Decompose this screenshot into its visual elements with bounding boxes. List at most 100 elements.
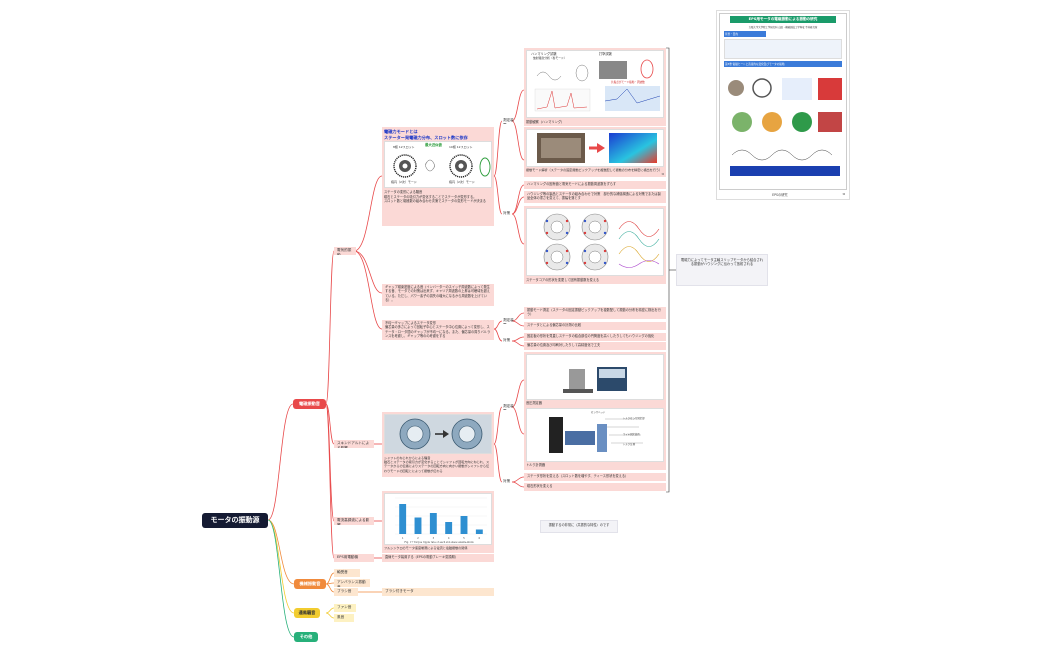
hammering-figure: ハンマリング試験 放射騒音分析（各モード） 打撃試験 共振点がモード振動・周波数 — [526, 50, 664, 118]
harmonics-caption: フルシンクロのモータ速度制限による電流と電磁振動の関係 — [384, 546, 468, 550]
torque-label-1: センサヘッド — [591, 411, 606, 414]
external-link-icon[interactable]: ⧉ — [842, 192, 845, 196]
counter-item-2[interactable]: ハウジング等の製品とステータの組み合わせで対策 部分的な補強構造による対策でまた… — [524, 191, 666, 203]
card-stator-shapes[interactable]: ステータコアの形状を変更して固有振動数を変える — [524, 206, 666, 284]
inv-counter-1[interactable]: 固定板の形状を見直しステータの結合部位の円筒度を高くしたりしてもハウジングの強化 — [524, 333, 666, 341]
skew-counter-2[interactable]: 磁石形状を変える — [524, 483, 666, 491]
skew-counter-1[interactable]: ステータ形状を変える（スロット数を増やす、ティース形状を変える） — [524, 473, 666, 481]
eps-node[interactable]: 直線モータ装置する（EPSの電動ブレーキ変換期） — [382, 554, 494, 562]
stator-shape-image — [543, 213, 660, 271]
counter-item-1[interactable]: ハンマリングの固有値と電気モードによる振動周波数をずらす — [524, 181, 666, 189]
mode-analysis-image — [537, 133, 657, 163]
chart-tick-label: 5 — [463, 536, 465, 540]
branch-mechanical[interactable]: 機械振動音 — [294, 579, 326, 589]
mode-title-2: ステーター発電磁力分布、スロット数に依存 — [384, 134, 468, 140]
mode-description: ステータの変形による騒音 磁石とステータの吸引力が変化することでステータが変形す… — [384, 190, 486, 203]
torque-label-4: トルク計測 — [623, 443, 635, 446]
sound-meter-image — [563, 367, 627, 393]
chart-caption: Fig. 17 Torque ripple rate of each slot-… — [404, 541, 474, 544]
radial-label: 放射騒音分析（各モード） — [533, 56, 567, 60]
mech-brush-motor[interactable]: ブラシ付きモータ — [382, 588, 494, 596]
card-torque-meter[interactable]: センサヘッド トルクセンサ固定部 ワイヤ固定治具 トルク計測 トルク計測器 — [524, 406, 666, 470]
inv-counter-2[interactable]: 偏芯量の位置及び印刷対したりして高精度化で工夫 — [524, 342, 666, 350]
hammering-label: ハンマリング試験 — [531, 52, 557, 56]
hammer-test-label: 打撃試験 — [599, 52, 612, 56]
mode-analysis-figure — [526, 129, 664, 167]
stator-shape-caption: ステータコアの形状を変更して固有振動数を変える — [526, 278, 600, 282]
poster-section-1: 背景・目的 — [724, 31, 766, 37]
torque-label-3: ワイヤ固定治具 — [623, 433, 640, 436]
poster-authors: 大阪大学大学院工学研究科 山田・機能創成工学専攻 今井研究室 — [748, 26, 818, 29]
topic-eps[interactable]: EPS用電動機 — [334, 554, 374, 562]
chart-tick-label: 4 — [448, 536, 450, 540]
skew-figure — [384, 414, 492, 454]
card-sound-meter[interactable]: 音圧測定器 — [524, 352, 666, 406]
mech-unbalance[interactable]: アンバランス振動音 — [334, 579, 370, 587]
mech-bearing[interactable]: 軸受音 — [334, 569, 360, 577]
coil-left-label: 8極 12スロット — [393, 145, 415, 150]
topic-harmonics[interactable]: 電流高調波による影響 — [334, 517, 374, 525]
floating-note[interactable]: 振動するの非常に（共振的な特性）のです — [540, 520, 618, 533]
research-poster[interactable]: EPS用モータの電磁振動による振動の研究 大阪大学大学院工学研究科 山田・機能創… — [716, 10, 850, 200]
chart-bar — [475, 529, 483, 534]
sound-meter-caption: 音圧測定器 — [526, 401, 542, 405]
chart-tick-label: 2 — [417, 536, 419, 540]
label-measure-2: 測定装置 — [503, 318, 514, 324]
air-fan[interactable]: ファン音 — [334, 604, 356, 612]
skew-image — [399, 418, 483, 450]
chart-bar — [399, 504, 407, 534]
peak-label: 共振点がモード振動・周波数 — [611, 81, 645, 84]
card-em-force-mode[interactable]: 電磁力モードとは ステーター発電磁力分布、スロット数に依存 最大近似値 8極 1… — [382, 127, 494, 226]
mode-analysis-caption: 振動モード解析（ステータの固定振動ピックアップを複数配して振動の分布を精密に検出… — [526, 168, 663, 172]
label-measure-1: 測定装置 — [503, 118, 514, 124]
topic-gap-flux[interactable]: ギャップ磁束密度による音（インバーターのスイッチ周波数によって発生する音、モータ… — [382, 284, 494, 306]
poster-link-label: EPSの研究 — [772, 193, 788, 197]
external-link-icon[interactable]: ⧉ — [661, 172, 664, 177]
branch-airflow[interactable]: 通風騒音 — [294, 608, 320, 618]
poster-figure-1 — [724, 39, 842, 59]
chart-bar — [429, 513, 437, 534]
hammering-plots — [534, 59, 661, 112]
poster-title: EPS用モータの電磁振動による振動の研究 — [730, 16, 836, 23]
chart-tick-label: 6 — [479, 536, 481, 540]
topic-uneven-gap[interactable]: 不均一ギャップによるステータ変形 偏芯量の多さによって回転子中心とステータ中心位… — [382, 320, 494, 340]
summary-note[interactable]: 電磁力によってモータ主軸スリップモータから結合される振動がハウジングに伝わって放… — [676, 254, 768, 286]
inv-measure-2[interactable]: ステータとによる偏芯量の計測の比較 — [524, 322, 666, 330]
inv-measure-1[interactable]: 振動モード測定（ステータの固定振動ピックアップを複数配して振動の分布を精密に検出… — [524, 307, 666, 319]
topic-electric-vibration[interactable]: 電気的振動 — [334, 247, 356, 255]
branch-electromagnetic[interactable]: 電磁振動音 — [293, 399, 326, 409]
poster-section-2: 第3章 電磁ヒートと直接的な変化及びモータの振動 — [724, 61, 842, 67]
mech-brush[interactable]: ブラシ音 — [334, 588, 358, 596]
mode-left-label: 楕円（2次）モード — [391, 180, 417, 185]
stator-shape-figure — [526, 208, 664, 276]
torque-meter-figure: センサヘッド トルクセンサ固定部 ワイヤ固定治具 トルク計測 — [526, 408, 664, 462]
air-wind[interactable]: 風音 — [334, 614, 354, 622]
coil-right-label: 10極 12スロット — [449, 145, 473, 150]
chart-tick-label: 1 — [402, 536, 404, 540]
skew-description: シャフトのねじれからによる騒音 磁石とステータの吸引力が変化することでシャフトが… — [384, 456, 490, 473]
chart-bar — [445, 522, 453, 534]
label-counter-3: 対策 — [503, 479, 511, 483]
mode-right-label: 楕円（2次）モード — [449, 180, 475, 185]
card-skew[interactable]: シャフトのねじれからによる騒音 磁石とステータの吸引力が変化することでシャフトが… — [382, 412, 494, 477]
stator-diagrams — [393, 154, 491, 179]
card-hammering[interactable]: ハンマリング試験 放射騒音分析（各モード） 打撃試験 共振点がモード振動・周波数… — [524, 48, 666, 126]
poster-link[interactable]: EPSの研究 ⧉ — [717, 192, 849, 197]
topic-skew[interactable]: スキンドアルトによる影響 — [334, 440, 374, 448]
card-mode-analysis[interactable]: 振動モード解析（ステータの固定振動ピックアップを複数配して振動の分布を精密に検出… — [524, 127, 666, 177]
chart-bar — [460, 516, 468, 534]
torque-meter-caption: トルク計測器 — [526, 463, 546, 467]
branch-other[interactable]: その他 — [294, 632, 318, 642]
chart-bar — [414, 517, 422, 534]
chart-tick-label: 3 — [433, 536, 435, 540]
label-counter-1: 対策 — [503, 211, 511, 215]
mode-figure: 最大近似値 8極 12スロット 10極 12スロット 楕円（2次）モード 楕円（… — [384, 141, 492, 189]
root-node[interactable]: モータの振動源 — [202, 513, 268, 528]
hammering-caption: 振動観察（ハンマリング） — [526, 120, 565, 124]
label-counter-2: 対策 — [503, 338, 511, 342]
torque-meter-image — [549, 417, 643, 453]
